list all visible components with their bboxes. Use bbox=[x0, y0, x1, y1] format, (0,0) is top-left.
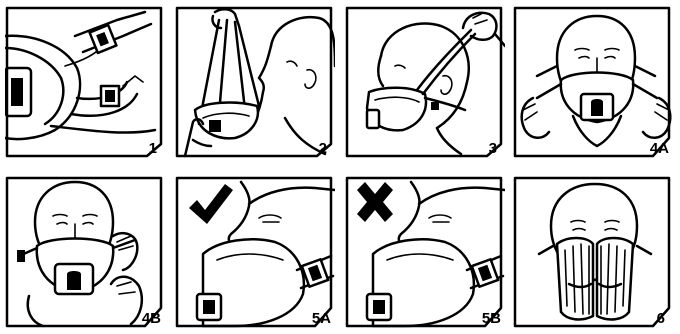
step-label: 6 bbox=[657, 311, 665, 326]
step-label: 1 bbox=[149, 141, 157, 156]
adjust-nosepiece-icon bbox=[5, 176, 165, 328]
step-label: 5A bbox=[312, 311, 331, 326]
check-mark-icon bbox=[189, 184, 233, 224]
step-panel-1: 1 bbox=[5, 6, 165, 158]
step-label: 2 bbox=[319, 141, 327, 156]
step-panel-3: 3 bbox=[345, 6, 505, 158]
step-panel-5b: 5B bbox=[345, 176, 505, 328]
adjust-straps-icon bbox=[513, 6, 673, 158]
cross-mark-icon bbox=[357, 182, 393, 222]
step-label: 4B bbox=[142, 311, 161, 326]
step-label: 3 bbox=[489, 141, 497, 156]
step-panel-4a: 4A bbox=[513, 6, 673, 158]
step-panel-2: 2 bbox=[175, 6, 335, 158]
step-panel-5a: 5A bbox=[175, 176, 335, 328]
incorrect-fit-cross-icon bbox=[345, 176, 505, 328]
pull-top-strap-over-head-icon bbox=[345, 6, 505, 158]
step-panel-4b: 4B bbox=[5, 176, 165, 328]
step-label: 4A bbox=[650, 141, 669, 156]
step-panel-6: 6 bbox=[513, 176, 673, 328]
step-label: 5B bbox=[482, 311, 501, 326]
correct-fit-check-icon bbox=[175, 176, 335, 328]
place-mask-on-face-icon bbox=[175, 6, 335, 158]
seal-check-icon bbox=[513, 176, 673, 328]
mask-with-straps-icon bbox=[5, 6, 165, 158]
